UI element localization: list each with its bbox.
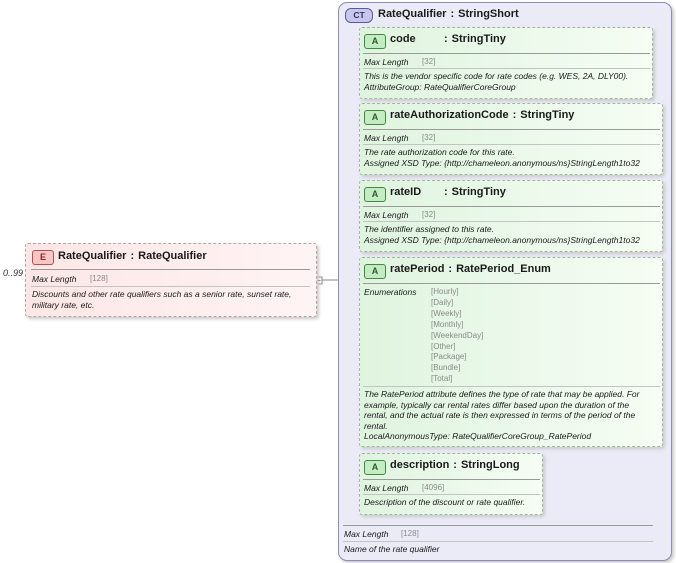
attribute-facet-label: Max Length [364, 483, 409, 493]
enum-value: [WeekendDay] [431, 330, 484, 340]
complex-type-facet-value: [128] [401, 529, 419, 538]
attribute-facet-value: [32] [422, 133, 436, 142]
divider [363, 494, 540, 495]
enum-value: [Hourly] [431, 287, 459, 296]
attribute-description-text: Description of the discount or rate qual… [364, 497, 526, 507]
attribute-description: The RatePeriod attribute defines the typ… [364, 389, 640, 441]
attribute-facet-label: Max Length [364, 133, 409, 143]
divider [363, 283, 660, 284]
attribute-name: rateAuthorizationCode [390, 109, 509, 121]
element-facet-label: Max Length [32, 274, 77, 284]
complex-type-description: Name of the rate qualifier [344, 544, 440, 554]
divider [343, 541, 653, 542]
enum-value: [Other] [431, 341, 456, 351]
divider [343, 525, 653, 526]
enum-value: [Total] [431, 374, 453, 384]
divider [363, 206, 660, 207]
attribute-facet-label: Max Length [364, 57, 409, 67]
attribute-rate-period[interactable]: A ratePeriod:RatePeriod_Enum Enumeration… [359, 257, 663, 447]
element-name: RateQualifier [58, 250, 127, 262]
complex-type-facet-label: Max Length [344, 529, 389, 539]
attribute-type: StringTiny [451, 186, 506, 198]
divider [363, 129, 660, 130]
attribute-rate-id[interactable]: A rateID:StringTiny Max Length [32] The … [359, 180, 663, 252]
attribute-type: StringTiny [520, 109, 575, 121]
attribute-description: This is the vendor specific code for rat… [364, 71, 629, 92]
element-icon: E [32, 250, 54, 265]
attribute-facet-label: Max Length [364, 210, 409, 220]
divider [363, 221, 660, 222]
attribute-code[interactable]: A code:StringTiny Max Length [32] This i… [359, 27, 653, 99]
attribute-type: StringLong [460, 459, 520, 471]
attribute-type: RatePeriod_Enum [456, 263, 551, 275]
enum-value: [Weekly] [431, 308, 462, 318]
element-rate-qualifier[interactable]: E RateQualifier:RateQualifier Max Length… [25, 243, 317, 317]
complex-type-title: RateQualifier:StringShort [378, 8, 519, 20]
enum-value: [Daily] [431, 297, 454, 307]
attribute-name: rateID [390, 186, 422, 198]
divider [363, 68, 650, 69]
divider [363, 144, 660, 145]
attribute-icon: A [364, 264, 386, 279]
divider [363, 479, 540, 480]
divider [363, 386, 660, 387]
divider [31, 286, 310, 287]
attribute-facet-value: [32] [422, 57, 436, 66]
attribute-title: rateID:StringTiny [390, 186, 506, 198]
attribute-icon: A [364, 34, 386, 49]
element-cardinality: 0..99 [3, 268, 24, 278]
attribute-description: The rate authorization code for this rat… [364, 147, 640, 168]
attribute-title: code:StringTiny [390, 33, 506, 45]
enumeration-list: [Hourly] [Daily] [Weekly] [Monthly] [Wee… [431, 287, 483, 385]
complex-type-icon: CT [345, 8, 373, 23]
attribute-name: description [390, 459, 450, 471]
attribute-icon: A [364, 460, 386, 475]
attribute-title: rateAuthorizationCode:StringTiny [390, 109, 575, 121]
attribute-title: ratePeriod:RatePeriod_Enum [390, 263, 551, 275]
attribute-name: code [390, 33, 416, 45]
attribute-name: ratePeriod [390, 263, 445, 275]
attribute-title: description:StringLong [390, 459, 520, 471]
complex-type-type: StringShort [458, 8, 519, 20]
attribute-icon: A [364, 110, 386, 125]
divider [31, 269, 310, 270]
element-title: RateQualifier:RateQualifier [58, 250, 207, 262]
complex-type-name: RateQualifier [378, 8, 447, 20]
divider [363, 53, 650, 54]
attribute-icon: A [364, 187, 386, 202]
attribute-description[interactable]: A description:StringLong Max Length [409… [359, 453, 543, 515]
attribute-facet-value: [32] [422, 210, 436, 219]
element-facet-value: [128] [90, 274, 108, 283]
attribute-facet-value: [4096] [422, 483, 445, 492]
element-description: Discounts and other rate qualifiers such… [32, 289, 292, 310]
enum-value: [Monthly] [431, 319, 464, 329]
element-type: RateQualifier [138, 250, 207, 262]
attribute-facet-label: Enumerations [364, 287, 417, 297]
attribute-description: The identifier assigned to this rate. As… [364, 224, 640, 245]
attribute-type: StringTiny [451, 33, 506, 45]
attribute-rate-authorization-code[interactable]: A rateAuthorizationCode:StringTiny Max L… [359, 103, 663, 175]
enum-value: [Bundle] [431, 363, 461, 373]
enum-value: [Package] [431, 352, 467, 362]
